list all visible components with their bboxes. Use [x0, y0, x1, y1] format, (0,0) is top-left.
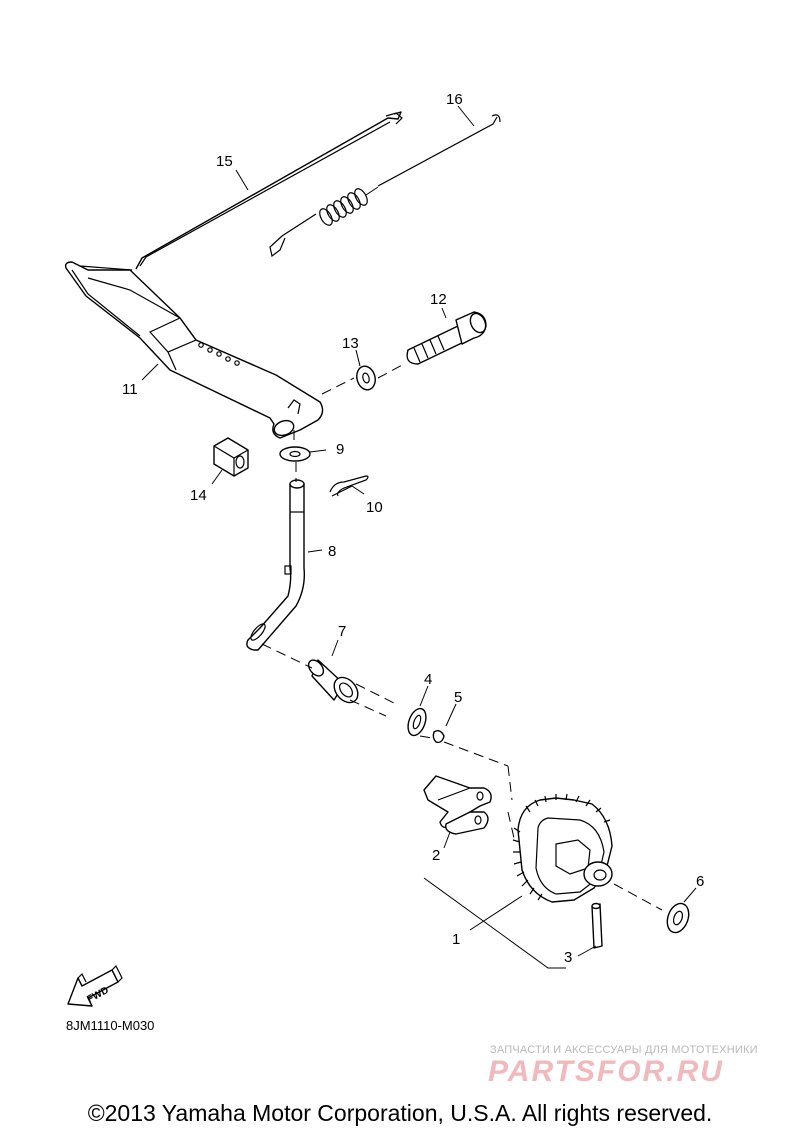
callout-16: 16 — [446, 91, 463, 108]
callout-15: 15 — [216, 153, 233, 170]
part-8-shaft — [246, 479, 306, 651]
part-16-coil — [319, 188, 368, 226]
part-6-washer — [666, 902, 690, 934]
part-10-cotter-pin — [329, 475, 369, 497]
part-16-spring-rod — [269, 114, 501, 258]
fwd-arrow-icon: FWD — [67, 964, 123, 1007]
part-5-circlip — [432, 729, 445, 744]
callout-8: 8 — [328, 543, 336, 560]
drawing-code: 8JM1110-M030 — [66, 1018, 155, 1033]
assembly-lines — [261, 363, 509, 767]
part-14-nut — [213, 437, 249, 477]
part-9-washer — [279, 446, 311, 462]
callout-9: 9 — [336, 441, 344, 458]
callout-6: 6 — [696, 873, 704, 890]
callout-14: 14 — [190, 487, 207, 504]
part-13-washer — [356, 365, 376, 391]
part-3-pin — [591, 902, 603, 949]
part-2-plate — [423, 775, 492, 835]
watermark-logo: PARTSFOR.RU — [488, 1055, 724, 1088]
leader-lines — [141, 105, 697, 969]
callout-1: 1 — [452, 931, 460, 948]
watermark-subtitle: ЗАПЧАСТИ И АКСЕССУАРЫ ДЛЯ МОТОТЕХНИКИ — [490, 1044, 758, 1056]
callout-numbers: 1 2 3 4 5 6 7 8 9 10 11 12 13 14 15 16 — [122, 91, 704, 966]
copyright-notice: ©2013 Yamaha Motor Corporation, U.S.A. A… — [87, 1100, 713, 1126]
callout-2: 2 — [432, 847, 440, 864]
part-15-rod — [135, 111, 403, 270]
callout-10: 10 — [366, 499, 383, 516]
part-11-pedal-arm — [64, 261, 324, 439]
callout-5: 5 — [454, 689, 462, 706]
part-12-bolt — [406, 311, 487, 365]
callout-7: 7 — [338, 623, 346, 640]
part-1-gear — [507, 765, 663, 911]
callout-3: 3 — [564, 949, 572, 966]
part-7-bushing — [307, 659, 397, 717]
part-4-washer — [407, 707, 427, 737]
callout-12: 12 — [430, 291, 447, 308]
callout-4: 4 — [424, 671, 432, 688]
callout-11: 11 — [122, 381, 138, 398]
callout-13: 13 — [342, 335, 359, 352]
